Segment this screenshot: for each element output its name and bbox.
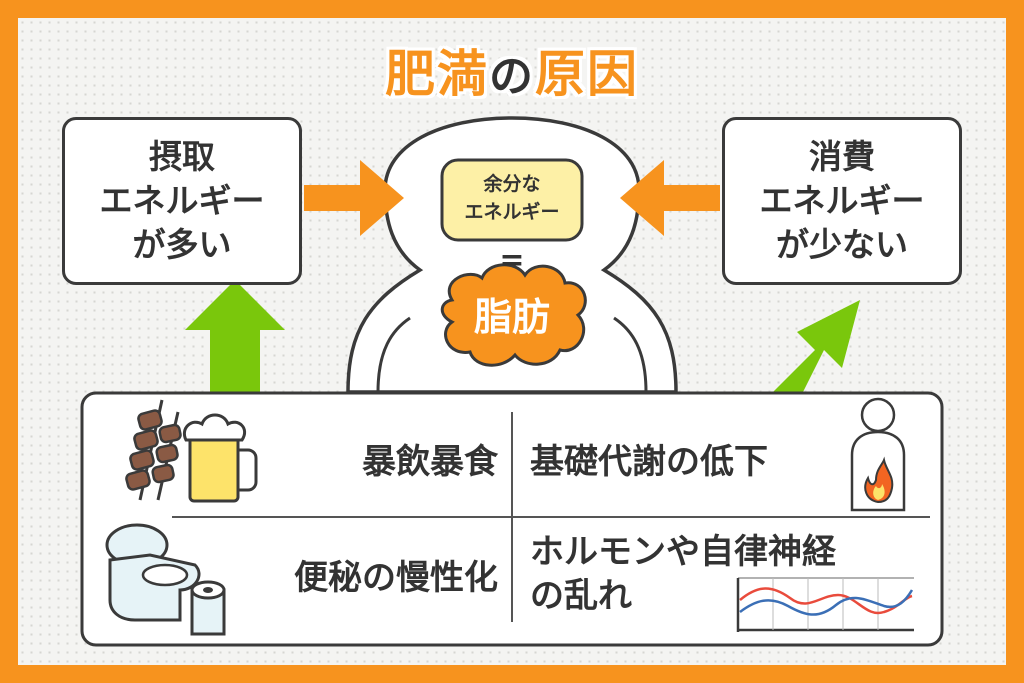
cause-hormone-line1: ホルモンや自律神経 [530, 532, 836, 572]
title-part2: の [489, 51, 535, 102]
arrow-up-right [770, 300, 860, 410]
beer-mug-icon [183, 413, 258, 503]
cause-chronic-constipation: 便秘の慢性化 [294, 558, 498, 598]
title-part1: 肥満 [385, 45, 489, 103]
cause-overeating: 暴飲暴食 [362, 442, 498, 482]
consumption-line3: が少ない [776, 225, 908, 264]
cause-hormone-imbalance: ホルモンや自律神経 の乱れ [530, 530, 920, 618]
intake-line1: 摂取 [149, 137, 215, 176]
surplus-energy-label: 余分な エネルギー [442, 170, 582, 226]
person-silhouette [346, 116, 678, 394]
surplus-energy-box [440, 158, 584, 242]
fat-cloud [440, 263, 587, 367]
toilet-icon [105, 523, 201, 622]
page-title: 肥満の原因 [0, 34, 1024, 106]
surplus-line1: 余分な [483, 173, 541, 195]
equals-sign: = [499, 243, 525, 278]
consumption-line1: 消費 [809, 137, 875, 176]
wave-chart-icon [736, 577, 914, 632]
arrow-right-to-center [620, 160, 720, 236]
arrow-up-left [185, 280, 285, 395]
fat-label: 脂肪 [473, 295, 550, 339]
toilet-paper-icon [190, 580, 226, 636]
intake-line2: エネルギー [99, 181, 265, 220]
cause-metabolism-decline: 基礎代謝の低下 [530, 442, 768, 482]
cause-hormone-line2: の乱れ [530, 576, 632, 616]
surplus-line2: エネルギー [464, 201, 560, 223]
title-part3: 原因 [535, 45, 639, 103]
consumption-energy-box: 消費 エネルギー が少ない [722, 117, 962, 285]
intake-energy-box: 摂取 エネルギー が多い [62, 117, 302, 285]
consumption-line2: エネルギー [759, 181, 925, 220]
skewer-icon [125, 399, 182, 501]
arrow-left-to-center [304, 160, 404, 236]
body-flame-icon [850, 397, 906, 512]
intake-line3: が多い [132, 225, 232, 264]
